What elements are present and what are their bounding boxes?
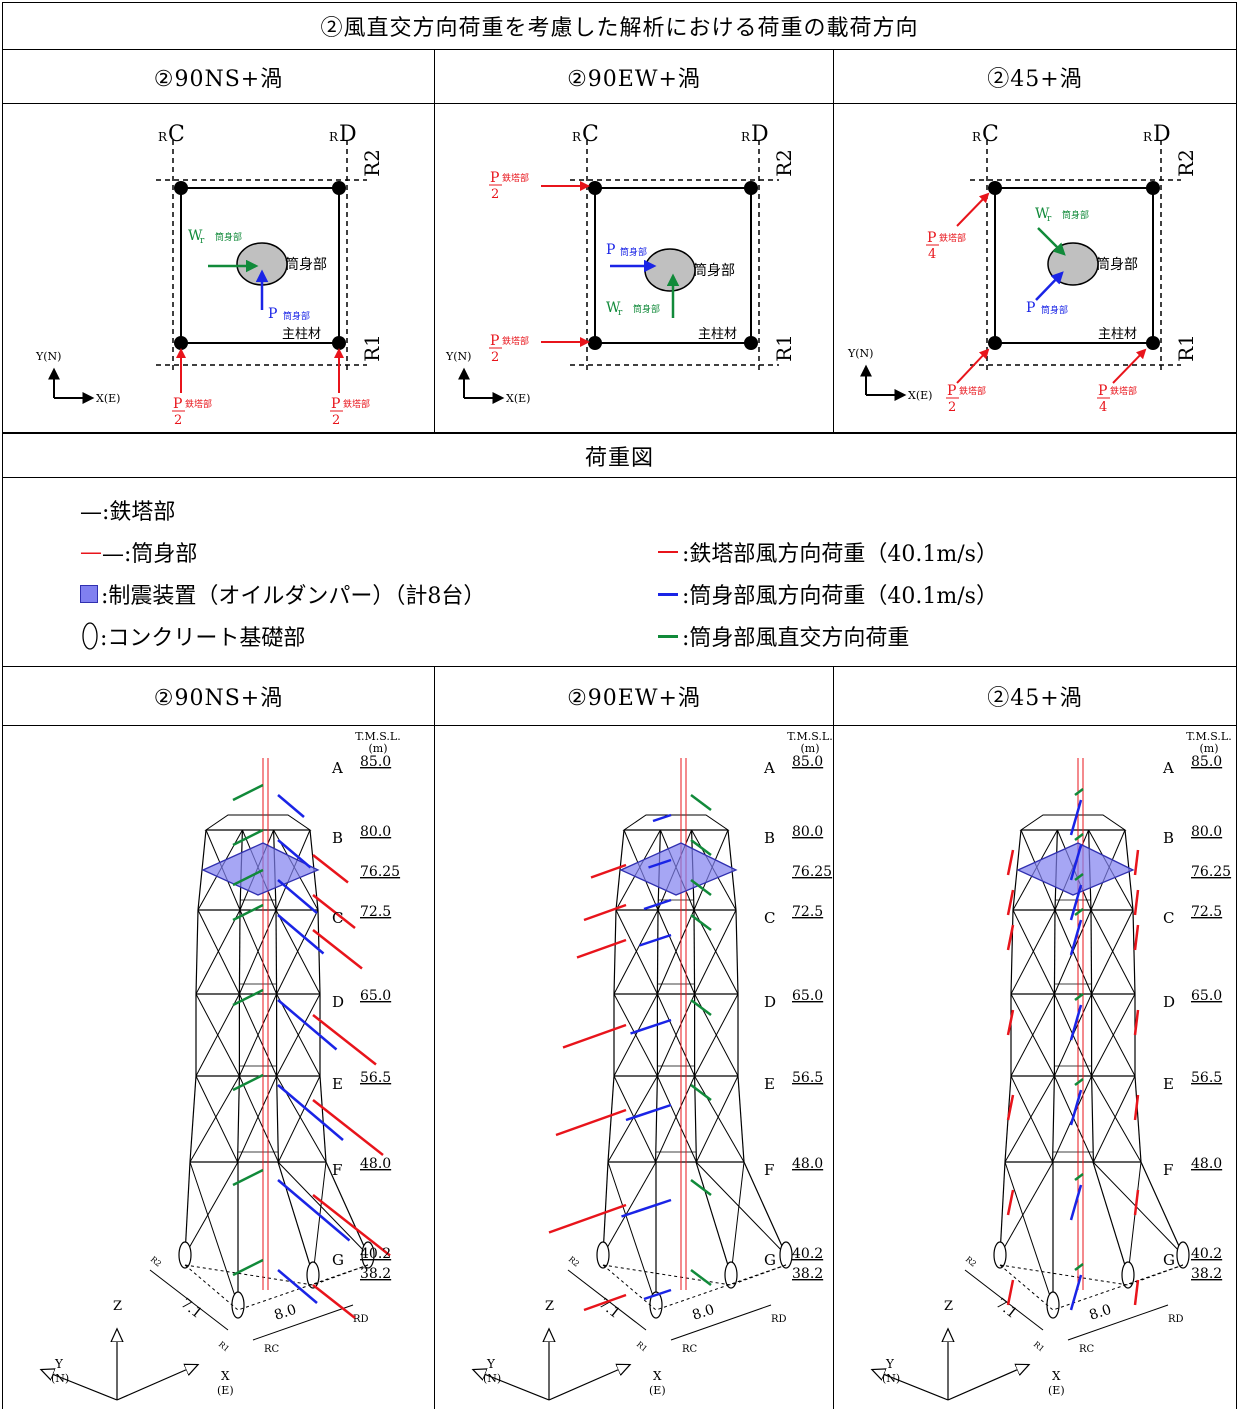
col-header-2-label: ②90EW+渦	[567, 66, 701, 92]
legend-foundation: :コンクリート基礎部	[80, 620, 305, 652]
title-cell: ②風直交方向荷重を考慮した解析における荷重の載荷方向	[2, 2, 1237, 50]
col-header-3d-2: ②90EW+渦	[434, 666, 834, 726]
col-header-3d-1: ②90NS+渦	[2, 666, 435, 726]
col-header-1-label: ②90NS+渦	[153, 66, 284, 92]
legend-cyl-wind-label: :筒身部風方向荷重（40.1m/s）	[682, 584, 998, 609]
col-header-1: ②90NS+渦	[2, 49, 435, 104]
foundation-icon	[82, 622, 98, 650]
model-cell-1	[2, 725, 435, 1409]
legend-cylinder: ——:筒身部	[80, 536, 197, 568]
model-cell-2	[434, 725, 834, 1409]
legend-cyl-cross: :筒身部風直交方向荷重	[658, 620, 909, 652]
plan-cell-3	[833, 103, 1237, 433]
legend-damper-label: :制震装置（オイルダンパー）（計8台）	[101, 584, 486, 609]
legend-tower-wind: :鉄塔部風方向荷重（40.1m/s）	[658, 536, 998, 568]
damper-icon	[80, 585, 98, 603]
col-header-2: ②90EW+渦	[434, 49, 834, 104]
legend-cylinder-dash: —	[80, 539, 102, 565]
plan-cell-1	[2, 103, 435, 433]
col-header-3d-1-label: ②90NS+渦	[153, 686, 284, 711]
green-line-icon	[658, 634, 678, 638]
model-cell-3	[833, 725, 1237, 1409]
legend-damper: :制震装置（オイルダンパー）（計8台）	[80, 578, 485, 610]
col-header-3d-3: ②45+渦	[833, 666, 1237, 726]
legend-tower: —:鉄塔部	[80, 494, 175, 526]
col-header-3d-2-label: ②90EW+渦	[567, 686, 701, 711]
col-header-3d-3-label: ②45+渦	[987, 686, 1083, 711]
blue-line-icon	[658, 592, 678, 596]
legend-tower-label: —:鉄塔部	[80, 500, 176, 525]
load-diagram-heading-cell: 荷重図	[2, 432, 1237, 478]
legend-tower-wind-label: :鉄塔部風方向荷重（40.1m/s）	[682, 542, 998, 567]
red-line-icon	[658, 551, 678, 553]
col-header-3-label: ②45+渦	[987, 66, 1083, 92]
load-diagram-heading: 荷重図	[584, 445, 654, 471]
legend-cyl-cross-label: :筒身部風直交方向荷重	[682, 626, 910, 651]
col-header-3: ②45+渦	[833, 49, 1237, 104]
page-title: ②風直交方向荷重を考慮した解析における荷重の載荷方向	[320, 16, 919, 41]
legend-foundation-label: :コンクリート基礎部	[100, 626, 306, 651]
legend-cyl-wind: :筒身部風方向荷重（40.1m/s）	[658, 578, 998, 610]
legend-cylinder-label: —:筒身部	[102, 542, 198, 567]
plan-cell-2	[434, 103, 834, 433]
